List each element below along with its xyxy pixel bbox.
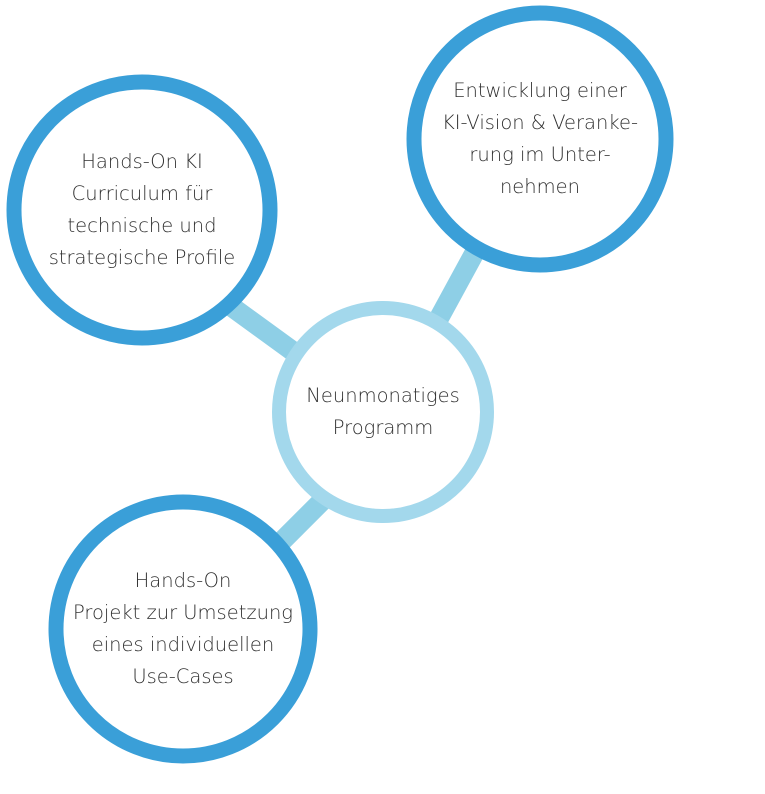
bottom-left-line-1: Hands-On xyxy=(134,569,232,592)
center-node-ring xyxy=(272,301,494,523)
node-top-left-ring xyxy=(6,74,278,346)
connector-top-right xyxy=(429,247,484,325)
connector-top-left xyxy=(226,298,304,364)
node-bottom-left-label: Hands-On Projekt zur Umsetzung eines ind… xyxy=(65,511,301,747)
connector-bottom-left xyxy=(269,488,335,554)
top-left-line-1: Hands-On KI xyxy=(81,150,203,173)
top-right-line-3: rung im Unter- xyxy=(469,143,611,166)
node-top-right-label: Entwicklung einer KI-Vision & Veranke- r… xyxy=(422,21,658,257)
node-bottom-left-ring xyxy=(48,494,318,764)
top-right-line-4: nehmen xyxy=(499,175,581,198)
node-top-left-label: Hands-On KI Curriculum für technische un… xyxy=(24,92,260,328)
center-line-2: Programm xyxy=(332,416,434,439)
top-right-line-2: KI-Vision & Veranke- xyxy=(441,111,638,134)
node-top-right-ring xyxy=(406,5,674,273)
top-right-line-1: Entwicklung einer xyxy=(453,79,627,102)
top-left-line-4: strategische Profile xyxy=(48,246,236,269)
center-line-1: Neunmonatiges xyxy=(306,384,460,407)
bottom-left-line-4: Use-Cases xyxy=(132,665,234,688)
bottom-left-line-3: eines individuellen xyxy=(91,633,275,656)
center-node-label: Neunmonatiges Programm xyxy=(283,312,483,512)
bottom-left-line-2: Projekt zur Umsetzung xyxy=(72,601,294,624)
top-left-line-3: technische und xyxy=(67,214,217,237)
top-left-line-2: Curriculum für xyxy=(71,182,213,205)
